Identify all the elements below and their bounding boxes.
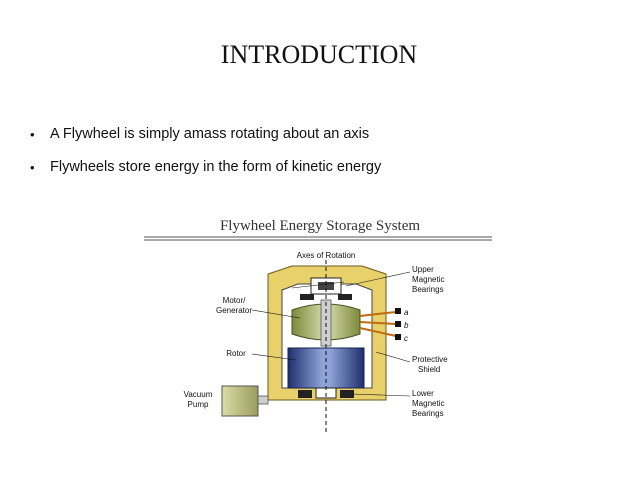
label-vacuum: Vacuum — [184, 390, 213, 399]
bullet-item: • A Flywheel is simply amass rotating ab… — [30, 122, 381, 146]
flywheel-diagram-svg: Flywheel Energy Storage System Axes of R… — [144, 218, 492, 432]
terminal-wire — [359, 321, 397, 325]
leader-line — [251, 353, 297, 361]
diagram-heading: Flywheel Energy Storage System — [220, 218, 420, 234]
terminal-a — [395, 308, 401, 314]
upper-bearing-magnet — [300, 294, 314, 300]
terminal-b — [395, 321, 401, 327]
leader-line — [345, 271, 411, 287]
label-shield: Shield — [418, 365, 440, 374]
terminal-c — [395, 334, 401, 340]
label-axes: Axes of Rotation — [297, 251, 356, 260]
label-generator: Generator — [216, 306, 252, 315]
label-lower-magnetic: Magnetic — [412, 399, 444, 408]
label-phase-a: a — [404, 308, 409, 317]
label-rotor: Rotor — [226, 349, 246, 358]
leader-line — [375, 351, 411, 363]
vacuum-pump — [221, 385, 259, 417]
pump-pipe — [257, 395, 269, 405]
bullet-item: • Flywheels store energy in the form of … — [30, 155, 381, 179]
label-lower-bearings: Bearings — [412, 409, 444, 418]
label-upper: Upper — [412, 265, 434, 274]
label-upper-magnetic: Magnetic — [412, 275, 444, 284]
terminal-wire — [359, 311, 397, 317]
bullet-icon: • — [30, 126, 35, 142]
bullet-text: Flywheels store energy in the form of ki… — [50, 159, 382, 175]
label-phase-c: c — [404, 334, 408, 343]
lower-bearing-magnet — [298, 390, 312, 398]
label-phase-b: b — [404, 321, 409, 330]
label-upper-bearings: Bearings — [412, 285, 444, 294]
upper-bearing-magnet — [338, 294, 352, 300]
bullet-list: • A Flywheel is simply amass rotating ab… — [30, 122, 381, 188]
label-protective: Protective — [412, 355, 448, 364]
label-motor: Motor/ — [223, 296, 246, 305]
upper-bearing-core — [318, 282, 334, 290]
bullet-text: A Flywheel is simply amass rotating abou… — [50, 126, 370, 142]
lower-bearing-magnet — [340, 390, 354, 398]
bullet-icon: • — [30, 159, 35, 175]
flywheel-diagram: Flywheel Energy Storage System Axes of R… — [140, 210, 500, 440]
slide-title: INTRODUCTION — [220, 40, 418, 69]
leader-line — [351, 393, 411, 397]
leader-line — [251, 309, 301, 319]
terminal-wire — [359, 327, 397, 337]
leader-line — [291, 281, 345, 289]
label-pump: Pump — [188, 400, 209, 409]
label-lower: Lower — [412, 389, 434, 398]
